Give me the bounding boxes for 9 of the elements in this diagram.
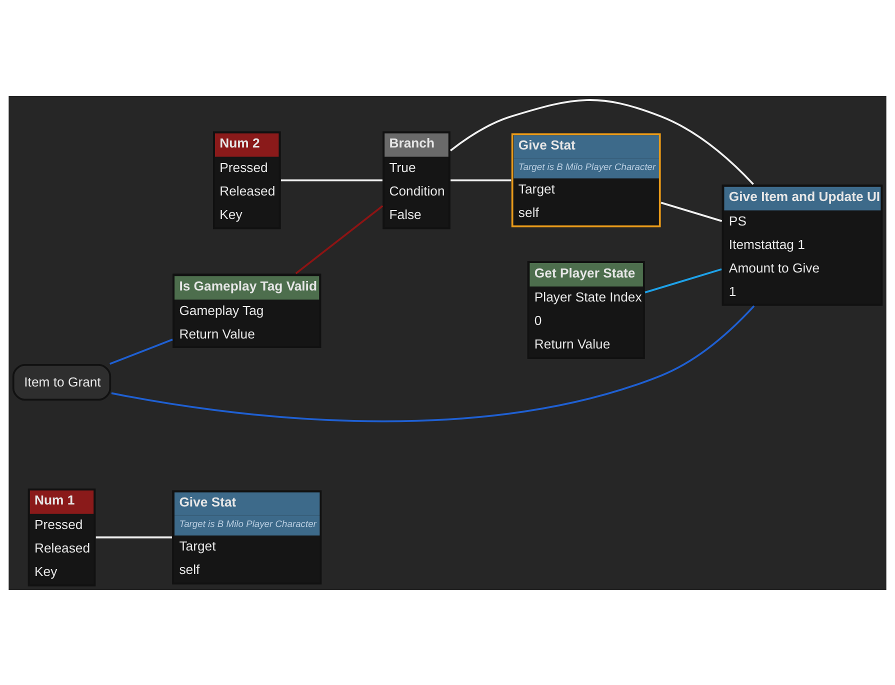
connector: [280, 178, 382, 181]
connector: [96, 536, 172, 538]
connector: [450, 98, 754, 184]
connector: [110, 338, 173, 364]
connector: [111, 304, 755, 422]
connector: [660, 201, 722, 222]
connector: [644, 268, 722, 293]
connector: [450, 178, 512, 181]
connector: [295, 204, 384, 274]
